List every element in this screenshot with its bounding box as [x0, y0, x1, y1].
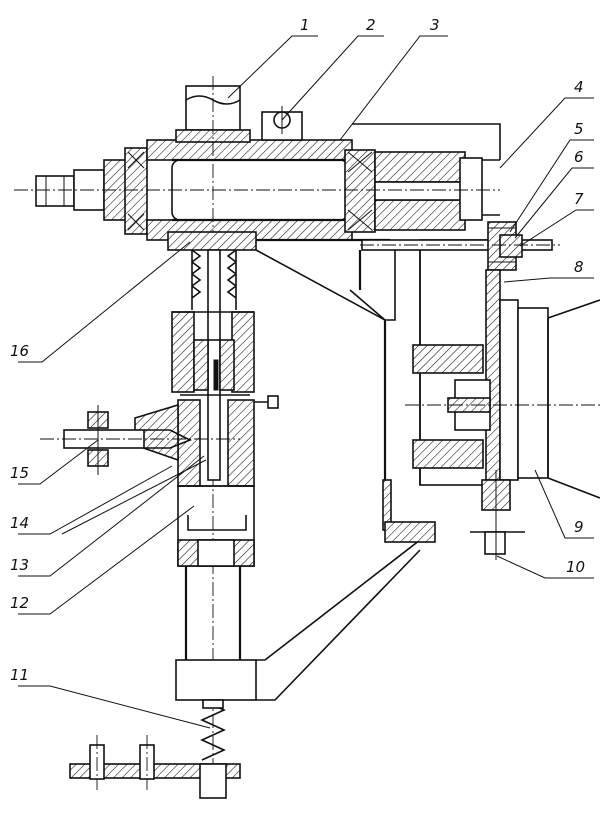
callout-7: 7: [574, 190, 584, 208]
vertical-column: [69, 249, 279, 799]
callout-11: 11: [10, 666, 29, 684]
callout-13: 13: [10, 556, 29, 574]
horizontal-shaft-assembly: [14, 139, 500, 241]
callout-1: 1: [300, 16, 310, 34]
callout-12: 12: [10, 594, 29, 612]
callout-14: 14: [10, 514, 29, 532]
callout-15: 15: [10, 464, 29, 482]
housing-frame: [167, 123, 501, 701]
callout-8: 8: [574, 258, 584, 276]
callout-9: 9: [574, 518, 584, 536]
right-gearbox: [360, 221, 600, 560]
callout-6: 6: [574, 148, 584, 166]
callouts: 1 2 3 4 5 6 7 8 9 10 11 12 13 14 15 16: [10, 16, 585, 684]
callout-16: 16: [10, 342, 29, 360]
callout-4: 4: [574, 78, 584, 96]
leader-lines: [18, 35, 594, 729]
side-shaft: [40, 405, 240, 475]
callout-2: 2: [366, 16, 376, 34]
callout-5: 5: [574, 120, 584, 138]
callout-10: 10: [566, 558, 585, 576]
callout-3: 3: [430, 16, 440, 34]
